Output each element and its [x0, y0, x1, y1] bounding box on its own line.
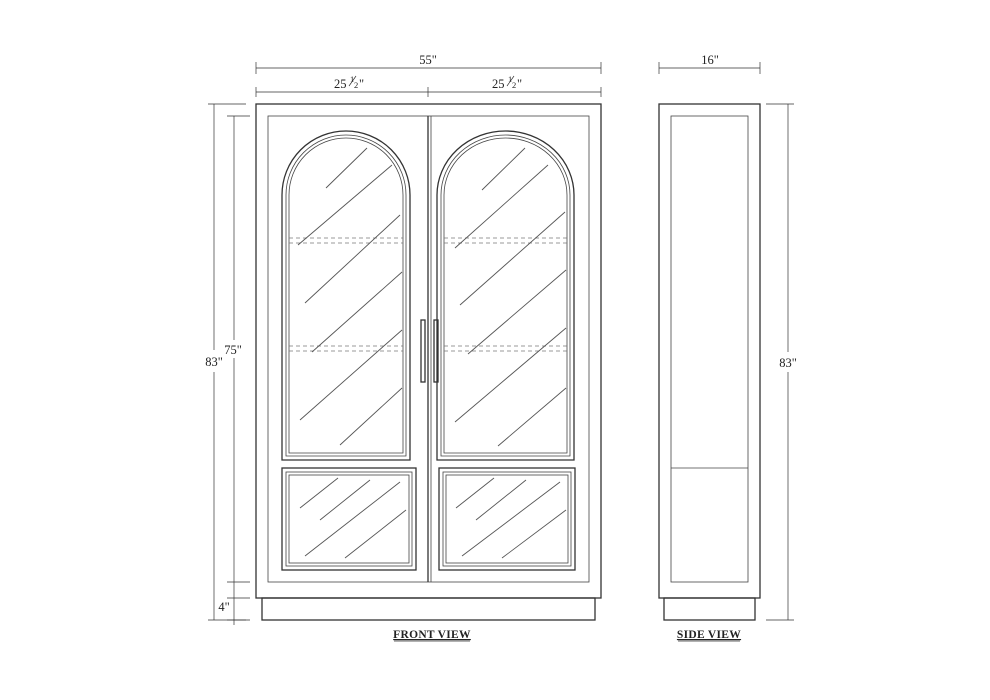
left-lower-panel	[281, 467, 417, 571]
side-view-label: SIDE VIEW	[677, 629, 741, 641]
right-fraction-den: 2	[512, 80, 516, 90]
right-arch-panel	[436, 130, 575, 461]
right-door-handle	[433, 319, 439, 383]
glass-reflections-lower	[299, 477, 567, 559]
side-total-height-label: 83"	[779, 356, 797, 370]
front-body-height-label: 75"	[224, 343, 242, 357]
side-view	[658, 103, 761, 621]
right-fraction-num: 1	[508, 74, 512, 84]
glass-reflections-upper	[297, 147, 567, 447]
side-depth-label: 16"	[701, 53, 719, 67]
side-inner-frame	[670, 115, 749, 583]
base-height-label: 4"	[218, 600, 229, 614]
overall-width-label: 55"	[419, 53, 437, 67]
left-inch-mark: "	[359, 77, 364, 91]
right-door-width-label: 25	[492, 77, 505, 91]
left-fraction-num: 1	[350, 74, 354, 84]
left-fraction-den: 2	[354, 80, 358, 90]
left-arch-panel	[281, 130, 411, 461]
front-dimensions: 55" 25 1 2 " 25 1 2 " 83" 75" 4"	[205, 53, 602, 625]
right-inch-mark: "	[517, 77, 522, 91]
left-door-width-label: 25	[334, 77, 347, 91]
right-lower-panel	[438, 467, 576, 571]
side-dimensions: 16" 83"	[658, 53, 797, 621]
side-body	[658, 103, 761, 599]
front-view	[255, 103, 602, 621]
side-base	[663, 597, 756, 621]
left-door-handle	[420, 319, 426, 383]
cabinet-base	[261, 597, 596, 621]
front-total-height-label: 83"	[205, 355, 223, 369]
front-view-label: FRONT VIEW	[393, 629, 471, 641]
